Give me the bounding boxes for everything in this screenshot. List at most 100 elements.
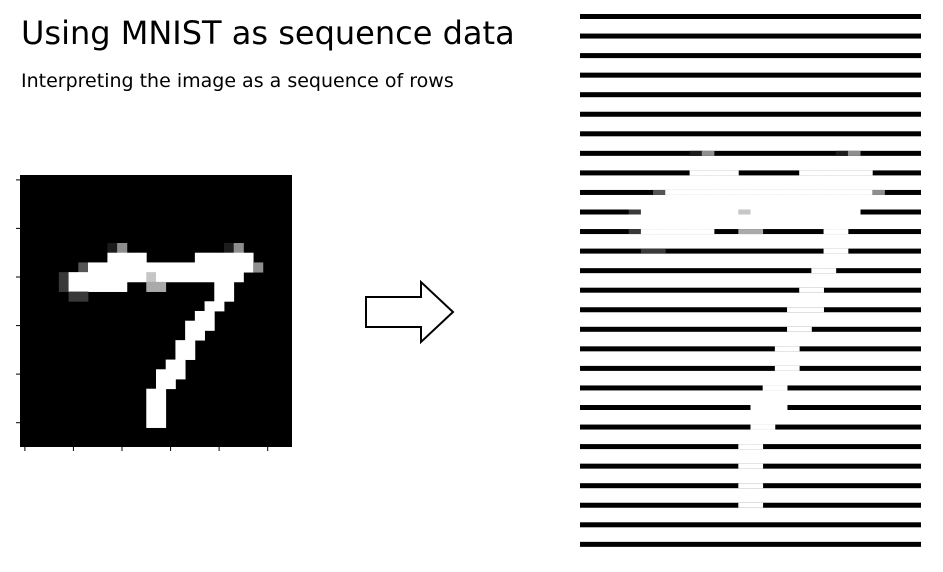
digit-pixel xyxy=(233,243,244,254)
row-strip-pixel xyxy=(787,209,800,215)
digit-pixel xyxy=(185,349,196,360)
digit-pixel xyxy=(204,262,215,273)
digit-pixel xyxy=(165,369,176,380)
digit-pixel xyxy=(156,281,167,292)
row-strip-pixel xyxy=(847,150,861,156)
digit-pixel xyxy=(204,301,215,312)
row-strip-pixel xyxy=(665,209,678,215)
row-strip-bar xyxy=(580,131,921,137)
row-strip xyxy=(580,365,921,371)
row-strip xyxy=(580,541,921,547)
row-strip-pixel xyxy=(823,209,837,215)
row-strip xyxy=(580,111,921,117)
digit-pixel xyxy=(88,272,99,283)
digit-pixel xyxy=(117,252,128,263)
row-strip-pixel xyxy=(774,385,788,391)
digit-pixel xyxy=(68,281,79,292)
row-strip-pixel xyxy=(750,229,764,235)
digit-pixel xyxy=(175,349,186,360)
row-strip-pixel xyxy=(750,483,764,489)
row-strip-pixel xyxy=(835,229,849,235)
digit-image-panel xyxy=(16,175,292,451)
digit-pixel xyxy=(126,272,137,283)
digit-pixel xyxy=(214,291,225,302)
digit-pixel xyxy=(233,252,244,263)
row-strip-pixel xyxy=(860,189,873,195)
row-strip-pixel xyxy=(811,287,824,293)
row-strip-pixel xyxy=(799,170,812,176)
row-strip-pixel xyxy=(835,150,849,156)
row-strip-bar xyxy=(580,72,921,78)
row-strip-pixel xyxy=(799,209,812,215)
row-strip-pixel xyxy=(713,170,727,176)
row-strip-pixel xyxy=(811,268,824,274)
row-strip-pixel xyxy=(823,170,837,176)
row-strip-bar xyxy=(580,326,921,332)
row-strip-pixel xyxy=(653,189,666,195)
digit-pixel xyxy=(175,340,186,351)
row-strip-pixel xyxy=(860,170,873,176)
digit-pixel xyxy=(88,262,99,273)
row-strip-bar xyxy=(580,170,921,176)
digit-pixel xyxy=(107,252,118,263)
row-strip-bar xyxy=(580,14,921,19)
row-strip xyxy=(580,53,921,59)
digit-pixel xyxy=(224,272,235,283)
digit-pixel xyxy=(156,369,167,380)
row-strip xyxy=(580,287,921,293)
row-strip-pixel xyxy=(872,189,885,195)
digit-pixel xyxy=(224,243,235,254)
digit-pixel xyxy=(165,272,176,283)
digit-pixel xyxy=(175,369,186,380)
row-strip xyxy=(580,229,921,235)
row-strip-pixel xyxy=(653,229,666,235)
row-strip-pixel xyxy=(653,209,666,215)
row-strip-pixel xyxy=(677,209,691,215)
row-strip-bar xyxy=(580,365,921,371)
digit-pixel xyxy=(175,272,186,283)
row-strip-pixel xyxy=(713,209,727,215)
row-strip xyxy=(580,444,921,450)
row-strip-pixel xyxy=(738,229,751,235)
digit-pixel xyxy=(156,262,167,273)
digit-pixel xyxy=(117,272,128,283)
row-strip xyxy=(580,92,921,98)
digit-pixel xyxy=(243,252,254,263)
digit-pixel xyxy=(156,272,167,283)
row-strip-pixel xyxy=(689,170,703,176)
digit-pixel xyxy=(214,272,225,283)
row-strip xyxy=(580,424,921,430)
row-strip-bar xyxy=(580,248,921,254)
row-strip xyxy=(580,33,921,39)
digit-pixel xyxy=(78,281,89,292)
row-strip-pixel xyxy=(701,209,715,215)
digit-pixel xyxy=(185,340,196,351)
row-strip-bar xyxy=(580,53,921,59)
digit-pixel xyxy=(88,281,99,292)
digit-pixel xyxy=(194,330,205,341)
row-strip xyxy=(580,14,921,19)
row-strip-pixel xyxy=(799,326,812,332)
row-strip-pixel xyxy=(689,189,703,195)
row-strip-pixel xyxy=(774,365,788,371)
row-strip-bar xyxy=(580,268,921,274)
row-strip-pixel xyxy=(847,170,861,176)
row-strip-pixel xyxy=(738,189,751,195)
digit-pixel xyxy=(224,281,235,292)
digit-pixel xyxy=(224,291,235,302)
digit-pixel xyxy=(117,262,128,273)
row-strip-pixel xyxy=(677,189,691,195)
digit-pixel xyxy=(136,272,147,283)
row-strip xyxy=(580,463,921,469)
row-strip-pixel xyxy=(701,170,715,176)
row-strip xyxy=(580,131,921,137)
digit-pixel xyxy=(58,281,69,292)
row-strip-pixel xyxy=(835,170,849,176)
row-strip-pixel xyxy=(787,365,800,371)
row-strip-pixel xyxy=(835,209,849,215)
digit-pixel xyxy=(204,320,215,331)
digit-pixel xyxy=(107,281,118,292)
row-strip-pixel xyxy=(774,405,788,410)
digit-pixel xyxy=(204,311,215,322)
